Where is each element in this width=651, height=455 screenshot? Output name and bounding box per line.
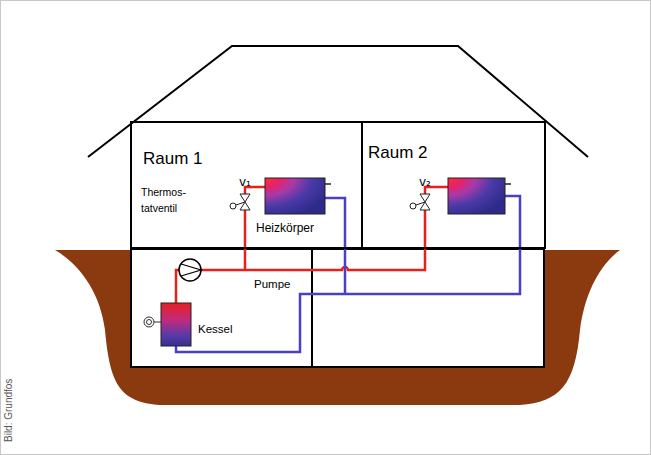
valve-knob [410, 203, 416, 209]
part-label: Kessel [198, 322, 233, 336]
room-name: Raum 1 [143, 149, 203, 169]
image-credit: Bild: Grundfos [3, 379, 15, 442]
boiler [161, 303, 191, 346]
radiator-vent [325, 183, 331, 185]
basement-wall [131, 249, 544, 367]
radiator-vent [505, 183, 511, 185]
roof [88, 46, 588, 157]
supply-pipe [244, 210, 247, 270]
pump-symbol [181, 264, 201, 276]
valve-label: Thermos- tatventil [141, 184, 199, 216]
radiator [265, 178, 325, 214]
burner-symbol [144, 317, 154, 327]
burner-symbol [147, 320, 152, 325]
part-label: Pumpe [254, 277, 290, 291]
room-box: Raum 2 [361, 121, 546, 249]
radiator [448, 178, 505, 214]
valve-body [240, 194, 250, 210]
basement-divider [311, 249, 313, 367]
return-pipe [176, 196, 520, 352]
valve-symbol [230, 194, 250, 210]
supply-pipe [176, 270, 179, 303]
supply-pipe [201, 210, 425, 270]
pump-symbol [179, 259, 201, 281]
return-pipes [176, 196, 520, 352]
valve-body [420, 194, 430, 210]
return-pipe [325, 198, 345, 294]
valve-id: v₁ [239, 175, 251, 190]
valve-symbol [410, 194, 430, 210]
part-label: Heizkörper [256, 221, 314, 236]
ground [55, 250, 620, 405]
room-name: Raum 2 [368, 143, 428, 163]
valve-id: v₂ [419, 175, 431, 190]
burner-link [154, 322, 161, 323]
valve-knob [230, 203, 236, 209]
